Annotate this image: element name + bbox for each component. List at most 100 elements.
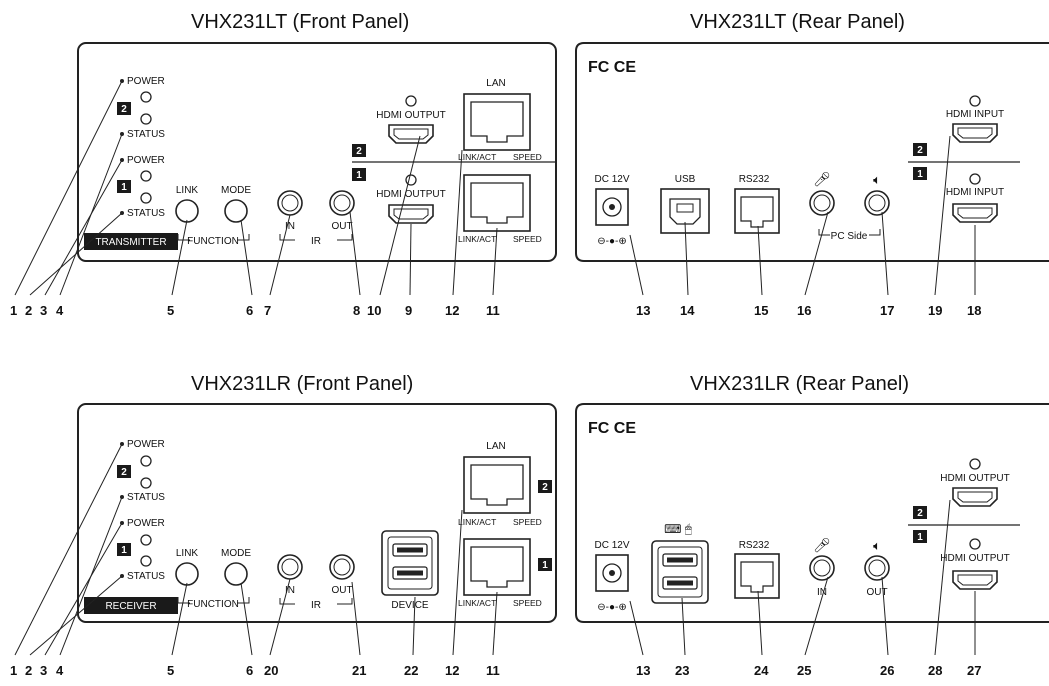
callout: 3 [40, 663, 47, 678]
power-led-1 [140, 170, 152, 182]
ch2-badge: 2 [121, 467, 127, 478]
lan-port-2 [463, 93, 531, 151]
link-act-label-1: LINK/ACT [458, 234, 496, 244]
pc-side-label: PC Side [831, 231, 868, 242]
lr-rear-panel: FC CE DC 12V ⊖-●-⊕ ⌨ 🖱︎ RS232 🎤︎ IN 🔈︎ O… [575, 403, 1049, 623]
speed-label-1: SPEED [513, 598, 542, 608]
km-usb-port-1 [662, 553, 698, 567]
speed-label-2: SPEED [513, 152, 542, 162]
rear-badge-2: 2 [917, 145, 923, 156]
rs232-port [734, 553, 780, 599]
callout: 25 [797, 663, 811, 678]
rs232-label: RS232 [739, 540, 770, 551]
lr-rear-numbers: 13 23 24 25 26 28 27 [636, 663, 981, 678]
callout: 24 [754, 663, 769, 678]
power-label-2: POWER [127, 439, 165, 450]
power-led-2 [140, 455, 152, 467]
mode-button [224, 199, 248, 223]
hdmi-in-led-1 [969, 173, 981, 185]
callout: 28 [928, 663, 942, 678]
receiver-badge: RECEIVER [105, 601, 156, 612]
lan-label: LAN [486, 441, 505, 452]
speaker-icon: 🔈︎ [873, 172, 881, 187]
hdmi-output-label-1: HDMI OUTPUT [376, 189, 445, 200]
status-label-1: STATUS [127, 571, 165, 582]
usb-label: USB [675, 174, 696, 185]
callout: 27 [967, 663, 981, 678]
callout: 3 [40, 303, 47, 318]
lan-port-1 [463, 538, 531, 596]
callout: 5 [167, 303, 174, 318]
km-usb-port-2 [662, 576, 698, 590]
lan-port-1 [463, 174, 531, 232]
rear-badge-1: 1 [917, 169, 923, 180]
dc-label: DC 12V [594, 540, 629, 551]
ir-label: IR [311, 600, 321, 611]
lr-front-panel: POWER 2 STATUS POWER 1 STATUS RECEIVER L… [77, 403, 557, 623]
hdmi-led-1 [405, 174, 417, 186]
device-usb-port-1 [392, 543, 428, 557]
link-act-label-2: LINK/ACT [458, 152, 496, 162]
mic-jack [809, 190, 835, 216]
status-label-2: STATUS [127, 129, 165, 140]
ir-out-jack [329, 554, 355, 580]
hdmi-output-label-1: HDMI OUTPUT [940, 553, 1009, 564]
transmitter-badge: TRANSMITTER [95, 237, 166, 248]
hdmi-output-port-2 [388, 124, 434, 144]
fcc-ce-mark: FC CE [588, 59, 636, 76]
hdmi-output-port-1 [388, 204, 434, 224]
lr-front-title: VHX231LR (Front Panel) [191, 373, 413, 395]
speaker-out-label: OUT [866, 587, 887, 598]
callout: 18 [967, 303, 981, 318]
callout: 1 [10, 303, 17, 318]
speed-label-1: SPEED [513, 234, 542, 244]
lr-rear-leaders [629, 499, 976, 656]
callout: 12 [445, 303, 459, 318]
lt-front-panel: POWER 2 STATUS POWER 1 STATUS TRANSMITTE… [77, 42, 557, 262]
callout: 6 [246, 663, 253, 678]
callout: 7 [264, 303, 271, 318]
ir-in-jack [277, 554, 303, 580]
sep-badge-2: 2 [356, 146, 362, 157]
callout: 13 [636, 663, 650, 678]
mic-in-label: IN [817, 587, 827, 598]
callout: 5 [167, 663, 174, 678]
hdmi-input-port-2 [952, 123, 998, 143]
callout: 6 [246, 303, 253, 318]
callout: 13 [636, 303, 650, 318]
rs232-label: RS232 [739, 174, 770, 185]
lan-badge-1: 1 [542, 560, 548, 571]
dc-polarity-icon: ⊖-●-⊕ [597, 236, 626, 247]
speaker-icon: 🔈︎ [873, 538, 881, 553]
status-led-1 [140, 555, 152, 567]
power-led-2 [140, 91, 152, 103]
ch1-badge: 1 [121, 182, 127, 193]
function-label: FUNCTION [187, 599, 239, 610]
dc-label: DC 12V [594, 174, 629, 185]
lan-badge-2: 2 [542, 482, 548, 493]
mode-button [224, 562, 248, 586]
callout: 11 [486, 303, 500, 318]
callout: 21 [352, 663, 366, 678]
lr-front-numbers: 1 2 3 4 5 6 20 21 22 12 11 [10, 663, 500, 678]
hdmi-input-label-1: HDMI INPUT [946, 187, 1004, 198]
hdmi-input-port-1 [952, 203, 998, 223]
ir-out-label: OUT [331, 221, 352, 232]
callout: 11 [486, 663, 500, 678]
status-led-2 [140, 477, 152, 489]
callout: 14 [680, 303, 695, 318]
lan-label: LAN [486, 78, 505, 89]
ir-label: IR [311, 236, 321, 247]
lt-rear-leaders [629, 135, 976, 296]
function-label: FUNCTION [187, 236, 239, 247]
ch2-badge: 2 [121, 104, 127, 115]
link-act-label-2: LINK/ACT [458, 517, 496, 527]
callout: 2 [25, 663, 32, 678]
callout: 23 [675, 663, 689, 678]
link-label: LINK [176, 185, 199, 196]
rear-badge-1: 1 [917, 532, 923, 543]
lt-rear-title: VHX231LT (Rear Panel) [690, 11, 905, 33]
status-led-2 [140, 113, 152, 125]
lr-rear-title: VHX231LR (Rear Panel) [690, 373, 909, 395]
